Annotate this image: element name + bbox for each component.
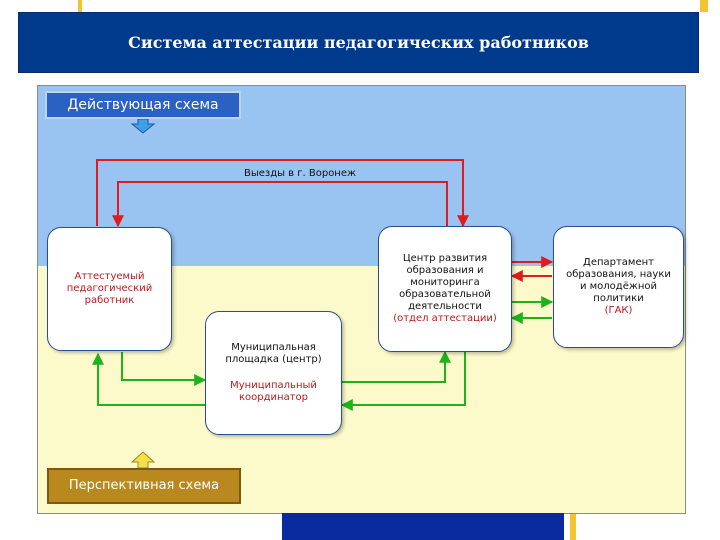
teacher-node-text: Аттестуемый педагогический работник [66, 271, 153, 306]
municipal-site-text: Муниципальная площадка (центр) [225, 342, 322, 365]
green-arrow-coordinator-to-center [342, 350, 451, 383]
teacher-node: Аттестуемый педагогический работник [47, 227, 172, 351]
green-arrow-coordinator-to-teacher [92, 352, 205, 406]
red-arrow-trip-back [112, 181, 448, 228]
accent-bar-right [700, 0, 708, 12]
bottom-bar [282, 513, 564, 540]
department-node-text: Департамент образования, науки и молодёж… [566, 257, 671, 304]
green-arrow-teacher-to-coordinator [121, 352, 207, 386]
page-title: Система аттестации педагогических работн… [18, 12, 699, 73]
accent-bar-bottom [570, 513, 576, 540]
current-scheme-down-arrow [130, 118, 156, 134]
red-arrow-trip-out [96, 159, 469, 228]
center-node: Центр развития образования и мониторинга… [378, 226, 512, 352]
trips-label: Выезды в г. Воронеж [243, 168, 357, 179]
accent-bar-top [78, 0, 82, 12]
center-node-text: Центр развития образования и мониторинга… [399, 253, 491, 312]
center-node-dept: (отдел аттестации) [393, 313, 497, 324]
current-scheme-label: Действующая схема [45, 91, 241, 119]
department-node: Департамент образования, науки и молодёж… [553, 226, 684, 348]
department-node-gak: (ГАК) [604, 305, 633, 316]
future-scheme-label: Перспективная схема [47, 468, 241, 504]
future-scheme-up-arrow [130, 451, 156, 469]
green-arrow-center-to-coordinator [340, 352, 466, 411]
municipal-node: Муниципальная площадка (центр) Муниципал… [205, 311, 342, 435]
municipal-coordinator-text: Муниципальный координатор [230, 380, 317, 403]
